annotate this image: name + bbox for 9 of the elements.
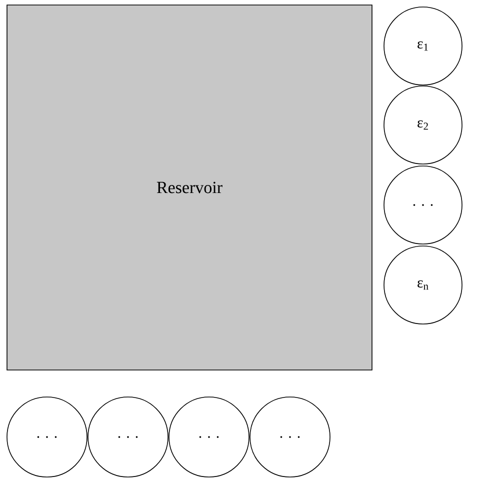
- circle-node: ε$_{n}$: [384, 246, 462, 324]
- circle-node: . . .: [88, 396, 168, 478]
- circle-node: ε$_{1}$: [384, 6, 462, 86]
- circle-node: ε$_{2}$: [384, 86, 462, 164]
- circle-node: . . .: [6, 396, 88, 478]
- reservoir-box: Reservoir: [6, 4, 372, 370]
- circle-node: . . .: [384, 166, 462, 244]
- circle-node: . . .: [250, 396, 330, 478]
- circle-node: . . .: [168, 396, 250, 478]
